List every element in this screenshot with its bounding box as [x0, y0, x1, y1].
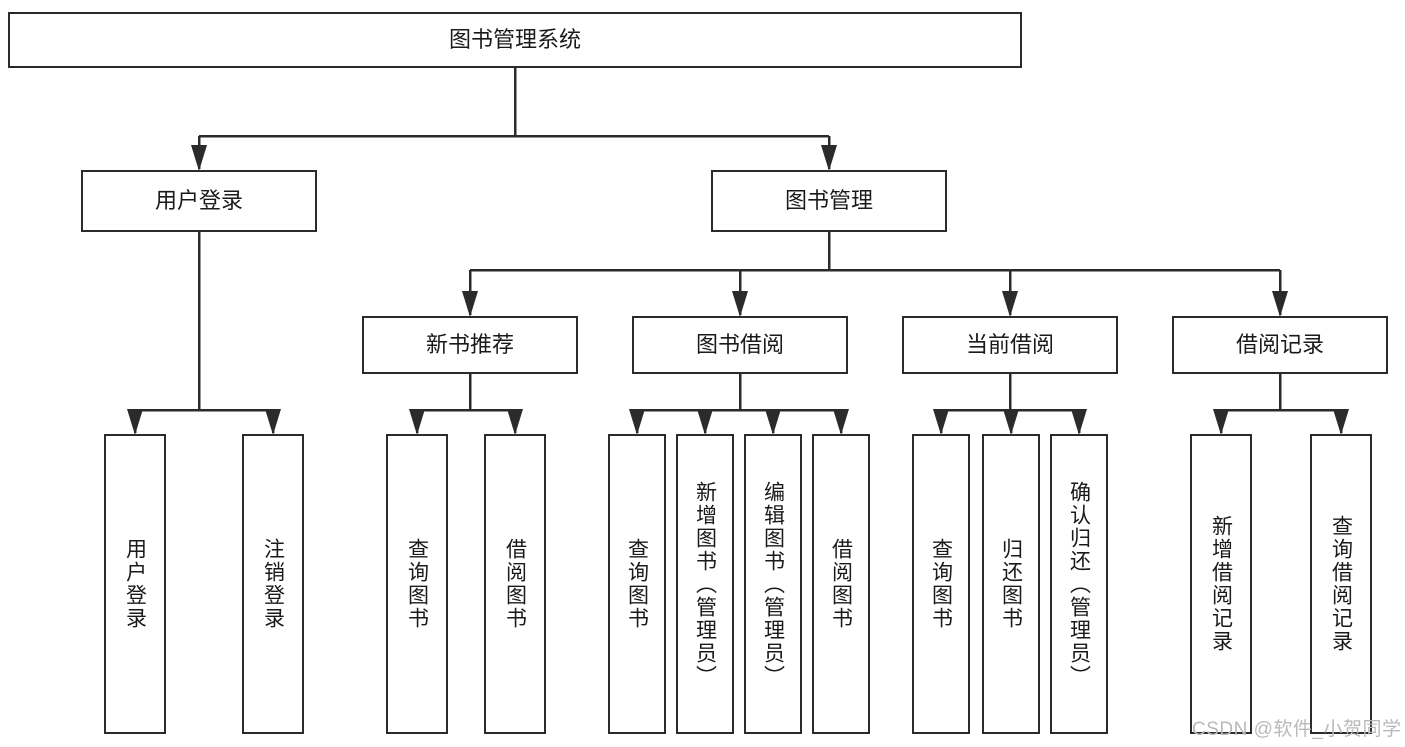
leaf-logout[interactable]: 注销登录 — [242, 434, 304, 734]
leaf-query-book-3-label: 查询图书 — [929, 538, 953, 630]
node-new-book-recommend[interactable]: 新书推荐 — [362, 316, 578, 374]
leaf-return-book-label: 归还图书 — [999, 538, 1023, 630]
leaf-query-borrow-record-label: 查询借阅记录 — [1329, 515, 1353, 653]
node-borrow-record[interactable]: 借阅记录 — [1172, 316, 1388, 374]
leaf-query-book-1[interactable]: 查询图书 — [386, 434, 448, 734]
leaf-add-borrow-record[interactable]: 新增借阅记录 — [1190, 434, 1252, 734]
leaf-return-book[interactable]: 归还图书 — [982, 434, 1040, 734]
leaf-borrow-book-1[interactable]: 借阅图书 — [484, 434, 546, 734]
node-book-manage[interactable]: 图书管理 — [711, 170, 947, 232]
node-book-borrow[interactable]: 图书借阅 — [632, 316, 848, 374]
leaf-confirm-return[interactable]: 确认归还（管理员） — [1050, 434, 1108, 734]
node-user-login[interactable]: 用户登录 — [81, 170, 317, 232]
leaf-add-book[interactable]: 新增图书（管理员） — [676, 434, 734, 734]
node-current-borrow[interactable]: 当前借阅 — [902, 316, 1118, 374]
node-root[interactable]: 图书管理系统 — [8, 12, 1022, 68]
node-new-book-recommend-label: 新书推荐 — [425, 332, 514, 358]
leaf-logout-label: 注销登录 — [261, 538, 285, 630]
leaf-edit-book[interactable]: 编辑图书（管理员） — [744, 434, 802, 734]
leaf-query-book-1-label: 查询图书 — [405, 538, 429, 630]
node-book-manage-label: 图书管理 — [784, 188, 873, 214]
leaf-query-book-3[interactable]: 查询图书 — [912, 434, 970, 734]
leaf-edit-book-label: 编辑图书（管理员） — [761, 480, 785, 688]
node-current-borrow-label: 当前借阅 — [965, 332, 1054, 358]
leaf-query-book-2[interactable]: 查询图书 — [608, 434, 666, 734]
node-book-borrow-label: 图书借阅 — [695, 332, 784, 358]
leaf-query-book-2-label: 查询图书 — [625, 538, 649, 630]
leaf-add-book-label: 新增图书（管理员） — [693, 480, 717, 688]
node-root-label: 图书管理系统 — [448, 27, 581, 53]
node-borrow-record-label: 借阅记录 — [1235, 332, 1324, 358]
node-user-login-label: 用户登录 — [154, 188, 243, 214]
leaf-borrow-book-2-label: 借阅图书 — [829, 538, 853, 630]
leaf-borrow-book-1-label: 借阅图书 — [503, 538, 527, 630]
leaf-query-borrow-record[interactable]: 查询借阅记录 — [1310, 434, 1372, 734]
leaf-user-login[interactable]: 用户登录 — [104, 434, 166, 734]
leaf-add-borrow-record-label: 新增借阅记录 — [1209, 515, 1233, 653]
leaf-borrow-book-2[interactable]: 借阅图书 — [812, 434, 870, 734]
leaf-user-login-label: 用户登录 — [123, 538, 147, 630]
leaf-confirm-return-label: 确认归还（管理员） — [1067, 480, 1091, 688]
